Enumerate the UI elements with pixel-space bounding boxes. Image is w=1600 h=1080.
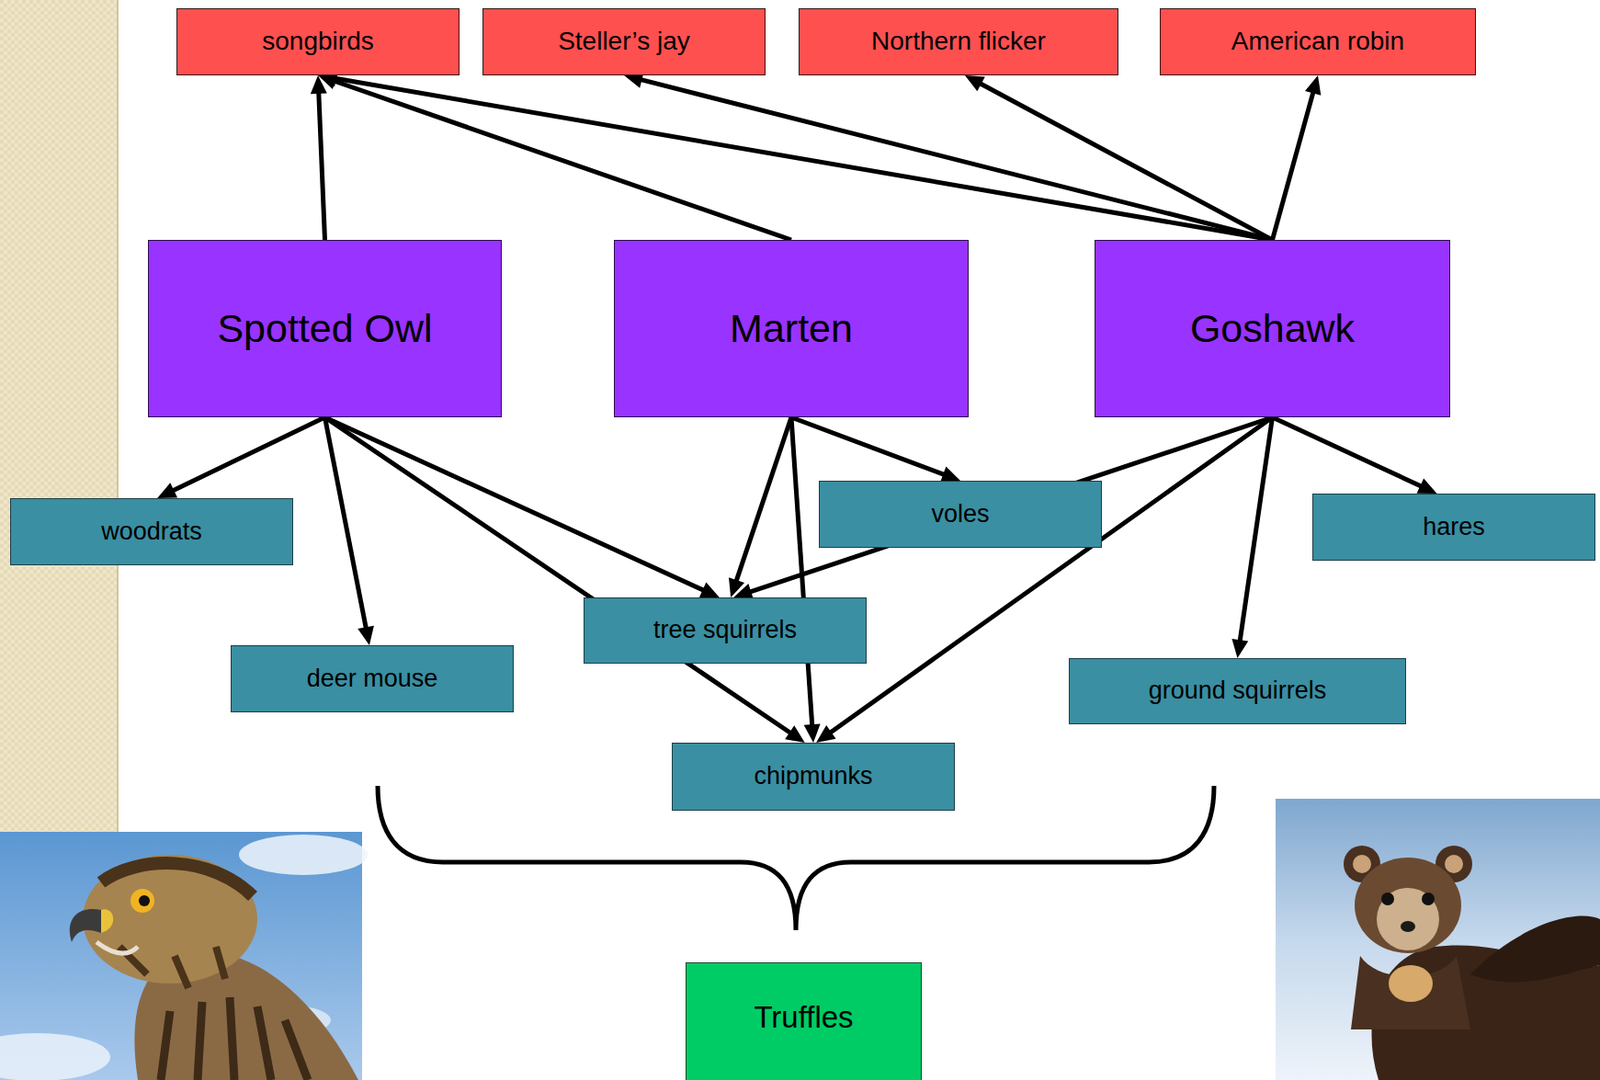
prey-bird-box: Northern flicker — [798, 8, 1119, 76]
arrowhead — [1304, 75, 1321, 96]
arrow-line — [318, 90, 326, 240]
arrowhead — [699, 582, 720, 598]
arrow-line — [325, 417, 367, 631]
node-label: tree squirrels — [653, 615, 797, 645]
arrow-line — [791, 417, 947, 476]
node-label: Marten — [729, 306, 853, 352]
food-web-arrow — [964, 75, 1273, 240]
node-label: woodrats — [101, 517, 203, 546]
arrow-line — [331, 79, 792, 240]
arrow-line — [1239, 417, 1273, 644]
prey-mammal-box: voles — [818, 480, 1102, 548]
side-strip — [0, 0, 118, 832]
arrowhead — [357, 625, 375, 646]
food-web-arrow — [157, 417, 325, 499]
node-label: Northern flicker — [871, 26, 1046, 57]
food-web-arrow — [325, 417, 375, 646]
arrow-line — [170, 417, 326, 492]
arrowhead — [157, 482, 178, 499]
food-source-box: Truffles — [685, 962, 922, 1080]
arrow-line — [977, 82, 1272, 240]
food-web-arrow — [1272, 75, 1322, 240]
prey-bird-box: Steller’s jay — [482, 8, 766, 76]
prey-mammal-box: chipmunks — [671, 742, 955, 811]
node-label: Goshawk — [1190, 306, 1355, 352]
node-label: voles — [930, 499, 989, 529]
node-label: Steller’s jay — [557, 26, 691, 57]
arrowhead — [1417, 477, 1438, 494]
marten-photo — [1275, 798, 1600, 1080]
arrowhead — [1231, 638, 1249, 659]
arrow-line — [1272, 89, 1315, 240]
node-label: Spotted Owl — [216, 306, 432, 352]
food-web-arrow — [317, 70, 1273, 240]
arrowhead — [816, 725, 837, 743]
node-label: ground squirrels — [1148, 676, 1328, 705]
node-label: deer mouse — [306, 664, 439, 693]
food-web-arrow — [791, 417, 821, 743]
food-web-arrow — [325, 417, 720, 598]
prey-bird-box: American robin — [1159, 8, 1476, 76]
food-web-arrow — [733, 417, 1272, 600]
food-web-arrow — [791, 417, 961, 482]
arrow-line — [638, 79, 1273, 240]
prey-mammal-box: woodrats — [10, 498, 294, 566]
node-label: Truffles — [753, 999, 853, 1035]
arrow-line — [735, 417, 792, 584]
side-strip-edge — [116, 0, 119, 832]
node-label: hares — [1422, 512, 1486, 542]
food-web-arrow — [1272, 417, 1438, 494]
food-web-arrow — [310, 75, 328, 240]
predator-box: Goshawk — [1094, 239, 1451, 418]
arrowhead — [940, 466, 961, 483]
node-label: chipmunks — [753, 761, 873, 791]
arrow-line — [747, 417, 1272, 593]
arrow-line — [332, 78, 1273, 240]
goshawk-photo — [0, 831, 368, 1080]
prey-bird-box: songbirds — [176, 8, 460, 76]
prey-mammal-box: ground squirrels — [1068, 658, 1407, 725]
arrow-line — [325, 417, 707, 591]
prey-mammal-box: deer mouse — [230, 645, 514, 713]
predator-box: Spotted Owl — [147, 239, 502, 418]
prey-mammal-box: tree squirrels — [583, 597, 867, 664]
node-label: songbirds — [261, 26, 374, 57]
food-web-arrow — [1231, 417, 1272, 659]
arrowhead — [784, 725, 806, 743]
prey-mammal-box: hares — [1312, 493, 1596, 561]
arrow-line — [1272, 417, 1425, 488]
node-label: American robin — [1231, 26, 1405, 57]
food-web-arrow — [624, 71, 1273, 240]
food-web-arrow — [728, 417, 792, 598]
predator-box: Marten — [613, 239, 969, 418]
arrowhead — [964, 75, 986, 91]
